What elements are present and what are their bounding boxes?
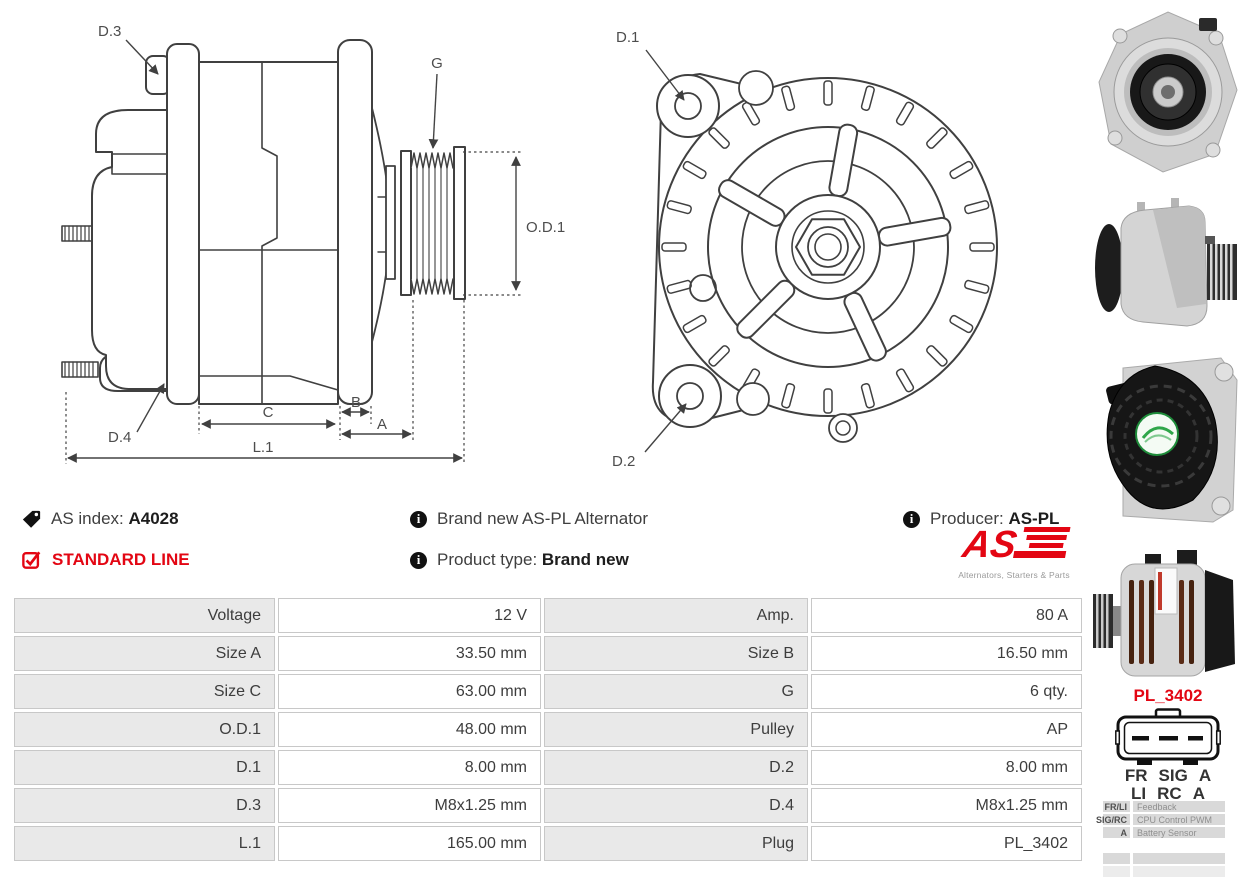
dim-label-d3: D.3 [98,23,121,40]
legend-key: FR/LI [1103,801,1130,812]
pin-labels-row2: LI RC A [1090,784,1246,804]
spec-label-cell: D.3 [14,788,275,823]
alternator-rear-photo[interactable] [1093,350,1243,530]
spec-value-cell: 165.00 mm [278,826,541,861]
as-index-line: AS index: A4028 [22,507,179,531]
spec-label-cell: Size C [14,674,275,709]
product-type-label: Product type: [437,550,538,569]
legend-value: CPU Control PWM [1133,814,1225,825]
spec-value-cell: 63.00 mm [278,674,541,709]
dim-label-od1: O.D.1 [526,219,565,236]
spec-value-cell: 8.00 mm [811,750,1082,785]
spec-value-cell: PL_3402 [811,826,1082,861]
legend-empty-row [1133,853,1225,864]
dim-label-a: A [377,416,387,433]
legend-value: Feedback [1133,801,1225,812]
as-index-value: A4028 [128,509,179,528]
info-icon: i [903,510,920,528]
dim-label-g: G [431,55,443,72]
side-view-dimensions [65,39,522,464]
as-pl-logo: AS Alternators, Starters & Parts [938,523,1090,580]
pin-labels-row1: FR SIG A [1090,766,1246,786]
spec-value-cell: 8.00 mm [278,750,541,785]
spec-label-cell: Size A [14,636,275,671]
spec-label-cell: D.1 [14,750,275,785]
legend-empty-row [1103,866,1130,877]
tag-icon [22,510,41,528]
spec-label-cell: O.D.1 [14,712,275,747]
pin-label: RC [1157,784,1182,803]
front-view-drawing [651,70,998,443]
dim-label-d2: D.2 [612,453,635,470]
spec-label-cell: Voltage [14,598,275,633]
spec-label-cell: Plug [544,826,808,861]
dim-label-b: B [351,394,361,411]
spec-label-cell: Size B [544,636,808,671]
alternator-front-photo[interactable] [1093,4,1243,180]
spec-label-cell: D.4 [544,788,808,823]
product-type-value: Brand new [541,550,629,569]
standard-line-label: STANDARD LINE [52,550,190,569]
producer-line: i Producer: AS-PL [903,507,1059,531]
pin-label: A [1198,766,1212,785]
dim-label-c: C [263,404,274,421]
spec-value-cell: M8x1.25 mm [278,788,541,823]
brand-new-text: Brand new AS-PL Alternator [437,509,649,528]
spec-value-cell: 80 A [811,598,1082,633]
standard-line: STANDARD LINE [22,548,190,572]
brand-new-line: i Brand new AS-PL Alternator [410,507,648,531]
alternator-angle-photo[interactable] [1093,536,1243,684]
pin-label: LI [1131,784,1147,803]
spec-value-cell: 16.50 mm [811,636,1082,671]
producer-value: AS-PL [1008,509,1060,528]
spec-value-cell: 12 V [278,598,541,633]
dim-label-d4: D.4 [108,429,131,446]
pin-label: FR [1124,766,1148,785]
front-view-dimensions [644,49,687,453]
legend-key: SIG/RC [1096,814,1130,825]
spec-value-cell: 33.50 mm [278,636,541,671]
product-type-line: i Product type: Brand new [410,548,629,572]
as-index-label: AS index: [51,509,124,528]
spec-label-cell: Pulley [544,712,808,747]
spec-label-cell: D.2 [544,750,808,785]
pin-label: A [1192,784,1205,803]
dim-label-d1: D.1 [616,29,639,46]
legend-gap [1103,840,1225,846]
spec-label-cell: G [544,674,808,709]
info-icon: i [410,510,427,528]
product-sidebar: PL_3402 FR SIG A LI RC A FR/LI Feedback … [1090,0,1246,877]
checkbox-check-icon [22,551,41,569]
spec-label-cell: L.1 [14,826,275,861]
spec-value-cell: 6 qty. [811,674,1082,709]
legend-empty-row [1133,866,1225,877]
alternator-side-photo[interactable] [1093,186,1243,344]
as-logo-text: AS [959,524,1021,564]
plug-legend: FR/LI Feedback SIG/RC CPU Control PWM A … [1096,801,1225,877]
legend-key: A [1103,827,1130,838]
info-icon: i [410,551,427,569]
dim-label-l1: L.1 [253,439,274,456]
specs-table: Voltage 12 V Amp. 80 A Size A 33.50 mm S… [14,598,1082,861]
pin-label: SIG [1158,766,1188,785]
spec-value-cell: AP [811,712,1082,747]
technical-drawings: D.3 G O.D.1 C B A L.1 D.4 [61,23,998,470]
plug-connector-diagram [1115,708,1221,765]
plug-code-label: PL_3402 [1133,686,1203,705]
as-logo-icon: AS [959,523,1071,566]
as-logo-tagline: Alternators, Starters & Parts [958,570,1070,580]
spec-value-cell: 48.00 mm [278,712,541,747]
spec-label-cell: Amp. [544,598,808,633]
producer-label: Producer: [930,509,1004,528]
legend-empty-row [1103,853,1130,864]
legend-value: Battery Sensor [1133,827,1225,838]
side-view-drawing [61,39,466,405]
spec-value-cell: M8x1.25 mm [811,788,1082,823]
